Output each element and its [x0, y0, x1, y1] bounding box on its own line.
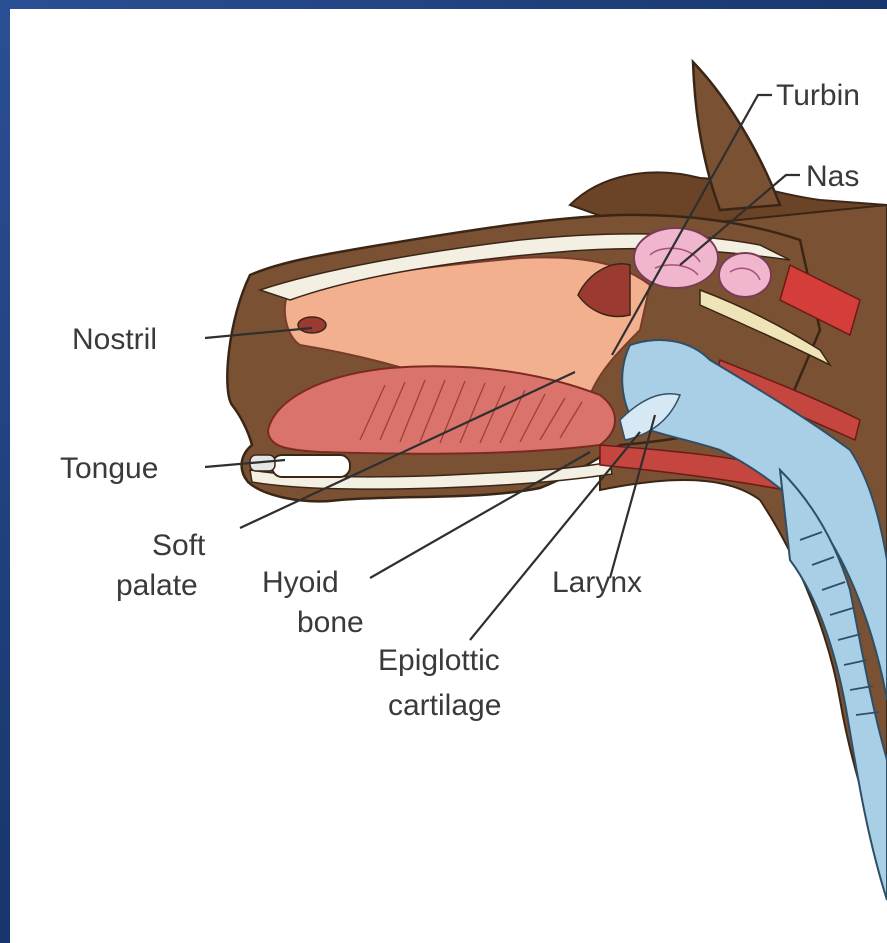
label-turbinates: Turbin	[776, 79, 860, 112]
label-soft-palate-2: palate	[116, 569, 198, 602]
label-hyoid-1: Hyoid	[262, 566, 339, 599]
label-hyoid-2: bone	[297, 606, 364, 639]
nostril	[298, 317, 326, 333]
label-epiglottic-1: Epiglottic	[378, 644, 500, 677]
label-nostril: Nostril	[72, 323, 157, 356]
label-larynx: Larynx	[552, 566, 642, 599]
lower-incisor	[272, 455, 350, 477]
label-soft-palate-1: Soft	[152, 529, 206, 562]
label-nasal: Nas	[806, 160, 859, 193]
label-tongue: Tongue	[60, 452, 158, 485]
label-epiglottic-2: cartilage	[388, 689, 501, 722]
